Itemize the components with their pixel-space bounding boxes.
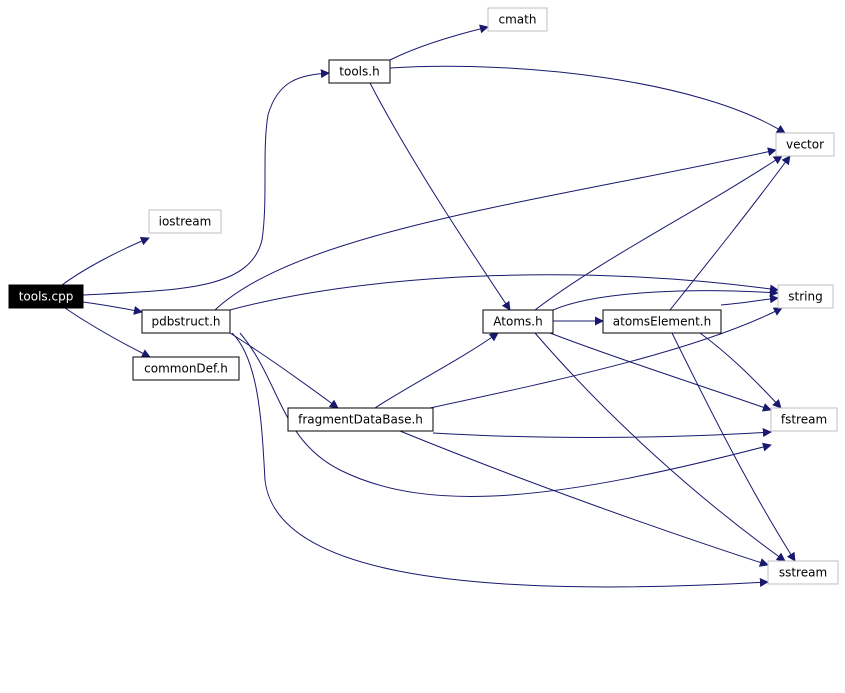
node-label: pdbstruct.h [151, 315, 220, 329]
edge-fragmentdatabase-h-to-sstream [399, 430, 769, 567]
edge-tools-h-to-vector [389, 65, 786, 134]
nodes-layer: tools.cpp tools.h cmath vector iostream pdbst… [8, 7, 839, 585]
edge-tools-cpp-to-iostream [61, 236, 150, 286]
edge-atomselement-h-to-fstream [699, 332, 782, 409]
edge-pdbstruct-h-to-fragmentdatabase-h [229, 332, 339, 409]
node-label: fstream [781, 413, 827, 427]
edge-atomselement-h-to-sstream [671, 332, 796, 562]
edge-tools-h-to-cmath [389, 24, 489, 61]
edge-tools-cpp-to-tools-h [82, 69, 330, 296]
node-box [767, 560, 839, 585]
edge-tools-cpp-to-commondef-h [64, 307, 151, 358]
edge-fragmentdatabase-h-to-atoms-h [374, 332, 499, 409]
node-pdbstruct-h[interactable]: pdbstruct.h [141, 309, 231, 334]
edge-fragmentdatabase-h-to-fstream [432, 428, 772, 438]
node-fragmentdatabase-h[interactable]: fragmentDataBase.h [287, 407, 434, 432]
edge-atoms-h-to-sstream [534, 332, 786, 562]
node-atomselement-h[interactable]: atomsElement.h [602, 309, 722, 334]
node-box [775, 132, 835, 157]
node-fstream: fstream [770, 407, 838, 432]
edges-layer [61, 24, 796, 588]
node-box [132, 356, 240, 381]
edge-tools-cpp-to-pdbstruct-h [82, 301, 143, 315]
node-label: sstream [779, 566, 827, 580]
edge-atoms-h-to-vector [534, 155, 783, 311]
node-box [487, 7, 548, 32]
edge-pdbstruct-h-to-vector [214, 147, 777, 311]
node-box [287, 407, 434, 432]
node-box [770, 407, 838, 432]
node-box [602, 309, 722, 334]
node-box [148, 209, 222, 234]
node-box [482, 309, 554, 334]
edge-atomselement-h-to-vector [669, 155, 791, 311]
edge-tools-h-to-atoms-h [369, 82, 511, 311]
node-box [141, 309, 231, 334]
node-label: tools.cpp [19, 290, 74, 304]
edge-pdbstruct-h-to-sstream [231, 332, 769, 588]
edge-pdbstruct-h-to-string [229, 274, 779, 311]
node-tools-h[interactable]: tools.h [328, 59, 391, 84]
node-string: string [777, 284, 834, 309]
node-box [8, 284, 84, 309]
node-label: cmath [499, 13, 537, 27]
node-sstream: sstream [767, 560, 839, 585]
node-label: fragmentDataBase.h [298, 413, 423, 427]
edge-atoms-h-to-string [552, 287, 779, 311]
node-vector: vector [775, 132, 835, 157]
edge-pdbstruct-h-to-fstream [239, 332, 772, 497]
node-label: string [788, 290, 822, 304]
node-label: commonDef.h [144, 362, 228, 376]
node-label: atomsElement.h [613, 315, 711, 329]
node-box [328, 59, 391, 84]
node-label: vector [786, 138, 824, 152]
node-box [777, 284, 834, 309]
node-cmath: cmath [487, 7, 548, 32]
node-label: iostream [159, 215, 212, 229]
node-label: Atoms.h [493, 315, 542, 329]
edge-atomselement-h-to-string [720, 294, 779, 306]
node-commondef-h[interactable]: commonDef.h [132, 356, 240, 381]
edge-fragmentdatabase-h-to-string [429, 307, 783, 409]
edge-atoms-h-to-fstream [549, 332, 772, 412]
node-label: tools.h [339, 65, 379, 79]
node-iostream: iostream [148, 209, 222, 234]
node-tools-cpp: tools.cpp [8, 284, 84, 309]
node-atoms-h[interactable]: Atoms.h [482, 309, 554, 334]
